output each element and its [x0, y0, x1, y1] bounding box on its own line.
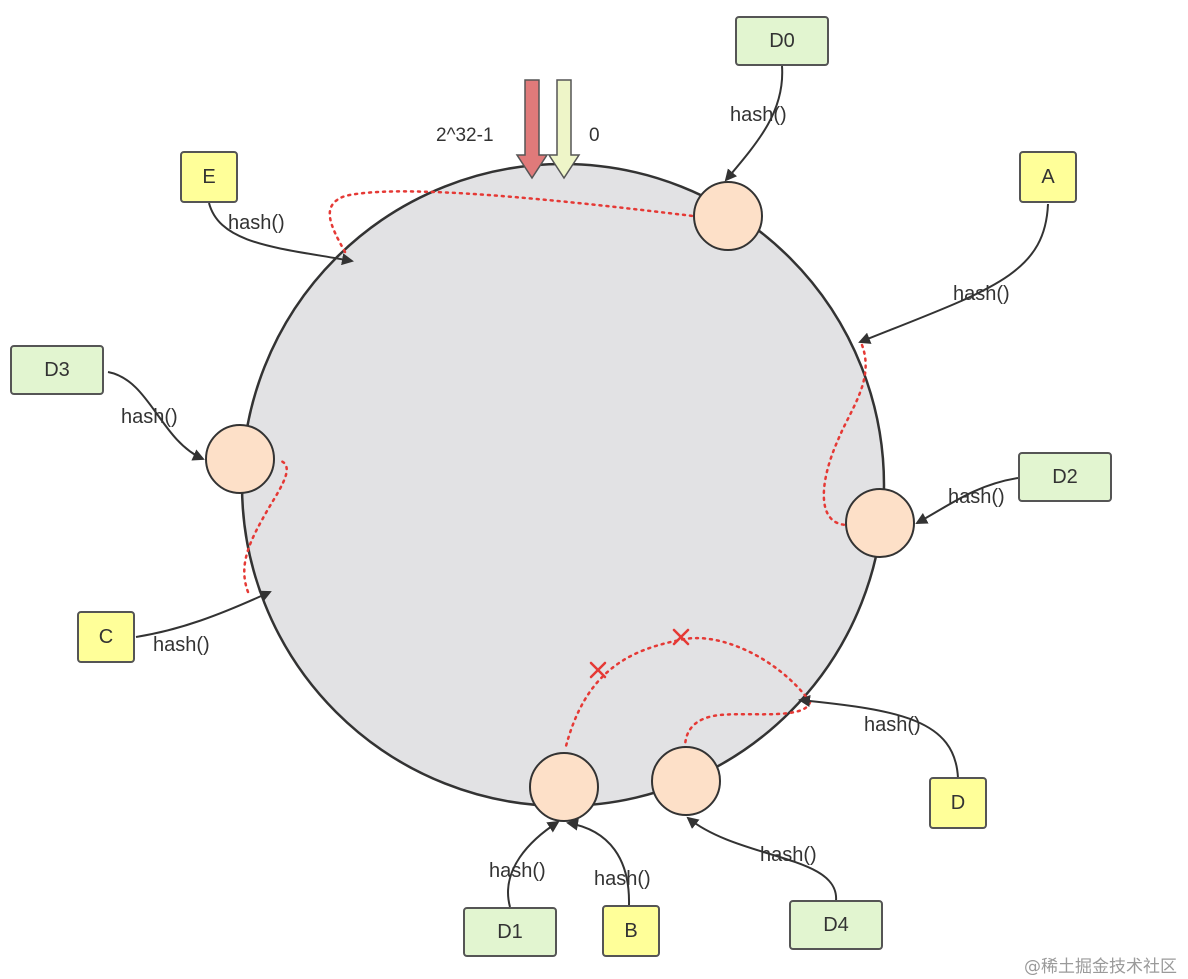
zero-value-label: 0	[589, 125, 600, 146]
hash-arrow-d0	[724, 65, 784, 182]
watermark: @稀土掘金技术社区	[1024, 957, 1177, 977]
data-box-d1: D1	[463, 907, 557, 957]
hash-label-d2: hash()	[948, 486, 1005, 508]
hash-label-e: hash()	[228, 212, 285, 234]
server-box-a: A	[1019, 151, 1077, 203]
server-box-c: C	[77, 611, 135, 663]
ring-node-d2	[845, 488, 915, 558]
removed-node-marker	[589, 661, 607, 679]
hash-label-d4: hash()	[760, 844, 817, 866]
hash-arrow-d2	[915, 477, 1019, 524]
hash-label-a: hash()	[953, 283, 1010, 305]
hash-arrow-d	[798, 695, 959, 779]
hash-arrow-d4	[686, 816, 838, 902]
hash-arrow-e	[208, 202, 354, 266]
hash-label-d0: hash()	[730, 104, 787, 126]
data-box-d3: D3	[10, 345, 104, 395]
route-e-to-d0	[328, 190, 695, 254]
hash-label-d: hash()	[864, 714, 921, 736]
max-value-arrow	[515, 79, 549, 180]
removed-node-marker	[672, 628, 690, 646]
server-box-b: B	[602, 905, 660, 957]
hash-arrow-a	[858, 203, 1049, 344]
ring-node-d1	[529, 752, 599, 822]
zero-value-arrow	[547, 79, 581, 180]
hash-label-b: hash()	[594, 868, 651, 890]
hash-arrow-d3	[107, 371, 205, 461]
data-box-d0: D0	[735, 16, 829, 66]
hash-ring	[240, 162, 886, 808]
data-box-d2: D2	[1018, 452, 1112, 502]
route-a-to-d2	[822, 343, 867, 527]
server-box-e: E	[180, 151, 238, 203]
max-value-label: 2^32-1	[436, 125, 494, 146]
route-c-to-d3	[243, 458, 288, 594]
ring-node-d0	[693, 181, 763, 251]
route-d-to-d1	[563, 636, 812, 752]
server-box-d: D	[929, 777, 987, 829]
ring-node-d4	[651, 746, 721, 816]
hash-arrow-b	[566, 818, 631, 906]
hash-label-d3: hash()	[121, 406, 178, 428]
data-box-d4: D4	[789, 900, 883, 950]
ring-node-d3	[205, 424, 275, 494]
hash-arrow-d1	[507, 820, 560, 908]
hash-label-c: hash()	[153, 634, 210, 656]
hash-label-d1: hash()	[489, 860, 546, 882]
route-d-to-d4	[683, 700, 812, 750]
hash-arrow-c	[135, 590, 272, 638]
